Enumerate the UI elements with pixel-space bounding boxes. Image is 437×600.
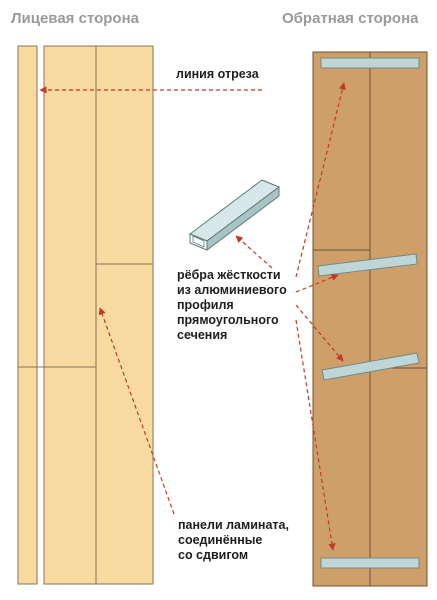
ribs-label-line: прямоугольного xyxy=(177,313,279,327)
back-side-title: Обратная сторона xyxy=(282,10,419,27)
front-side-title: Лицевая сторона xyxy=(11,10,139,27)
ribs-label-line: сечения xyxy=(177,328,228,342)
front-panel-right xyxy=(95,45,154,585)
panels-label-line: соединённые xyxy=(178,533,263,547)
ribs-arrow-back-2 xyxy=(295,274,339,293)
ribs-arrow-back-1 xyxy=(295,82,346,278)
front-panel-left xyxy=(43,45,97,585)
back-panel-right xyxy=(369,51,428,587)
ribs-arrow-back-4 xyxy=(295,319,336,551)
front-cut-strip xyxy=(17,45,38,585)
stiffening-rib xyxy=(320,557,420,569)
cut-line-label: линия отреза xyxy=(176,67,259,82)
stiffening-rib xyxy=(320,57,420,69)
stiffening-ribs-label: рёбра жёсткости из алюминиевого профиля … xyxy=(177,268,287,343)
back-side-panels xyxy=(312,51,428,587)
panels-label-line: со сдвигом xyxy=(178,548,249,562)
aluminum-profile-illustration xyxy=(188,179,281,251)
annotation-arrows xyxy=(39,82,346,551)
back-panel-left xyxy=(312,51,371,587)
cut-line-label-text: линия отреза xyxy=(176,67,259,81)
ribs-arrow-back-3 xyxy=(295,304,344,362)
panels-label-line: панели ламината, xyxy=(178,518,289,532)
ribs-label-line: рёбра жёсткости xyxy=(177,268,281,282)
stiffening-rib xyxy=(317,253,418,277)
panels-arrow-front xyxy=(98,307,175,515)
front-side-panels xyxy=(17,45,154,585)
ribs-arrow-profile xyxy=(235,235,273,269)
ribs-label-line: профиля xyxy=(177,298,234,312)
laminate-panels-label: панели ламината, соединённые со сдвигом xyxy=(178,518,289,563)
ribs-label-line: из алюминиевого xyxy=(177,283,287,297)
stiffening-rib xyxy=(321,352,420,381)
